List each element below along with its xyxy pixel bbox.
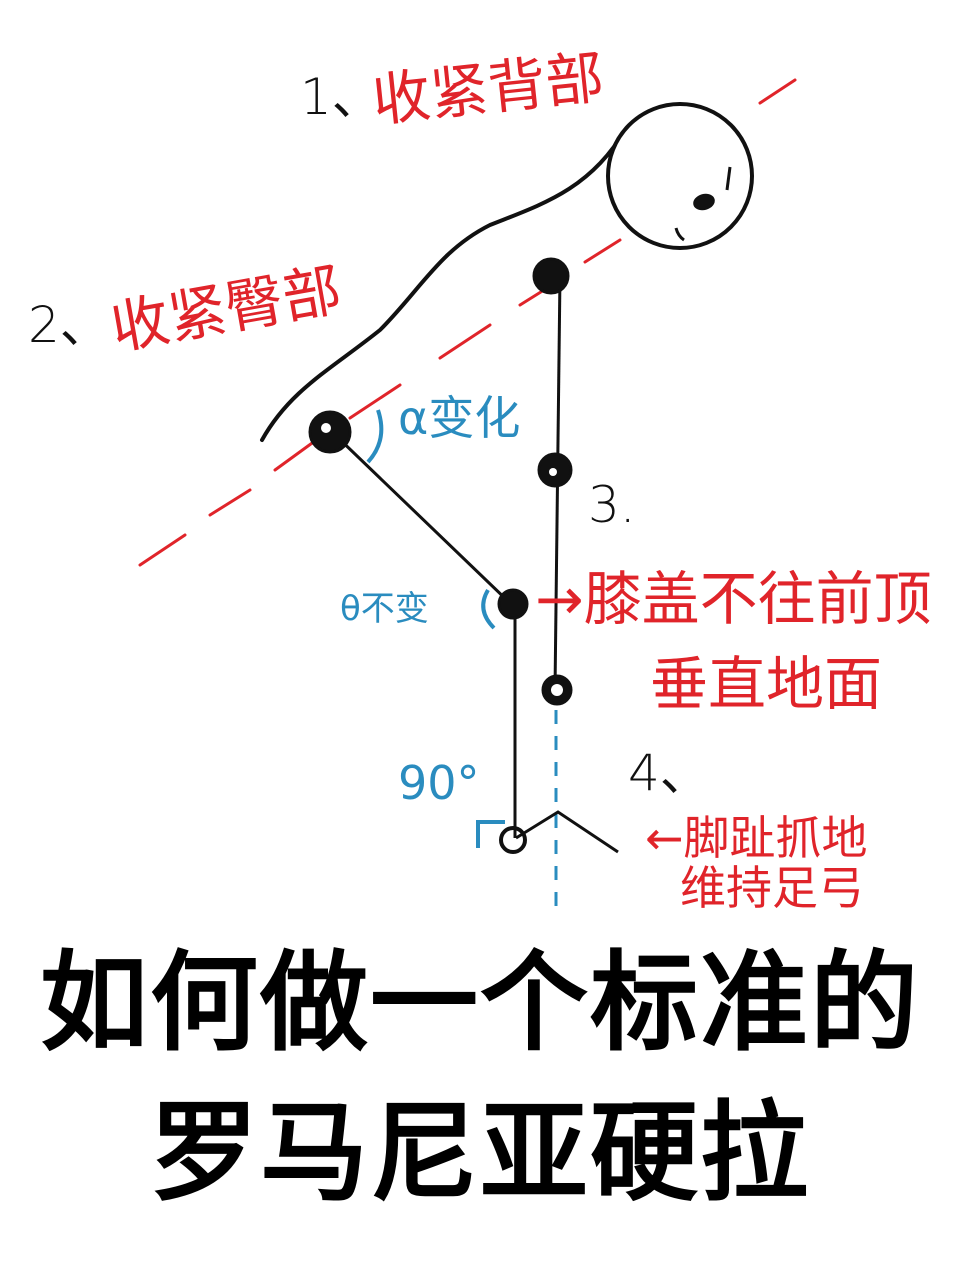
step1-number: 1、 <box>300 68 382 126</box>
step3-label-line1: →膝盖不往前顶 <box>535 565 932 633</box>
back-curve <box>260 128 627 442</box>
romanian-deadlift-diagram <box>138 78 797 915</box>
head <box>606 102 754 250</box>
step4-label-line1: ←脚趾抓地 <box>645 811 868 865</box>
step4-number: 4、 <box>628 744 710 802</box>
wrist-joint <box>497 588 529 620</box>
step3-label-line2: 垂直地面 <box>650 650 883 718</box>
right-angle-label: 90° <box>398 756 480 810</box>
alpha-arc <box>366 409 384 464</box>
foot <box>515 810 619 854</box>
right-angle-marker <box>476 820 505 848</box>
hip-joint <box>532 257 570 295</box>
step2-number: 2、 <box>28 296 110 354</box>
theta-arc <box>481 588 496 630</box>
shoulder-joint <box>308 410 352 454</box>
theta-angle-label: θ不变 <box>340 589 429 629</box>
step3-number: 3. <box>588 476 636 534</box>
torso-dashed-line <box>138 78 797 567</box>
ankle-joint <box>499 826 527 854</box>
step4-label-line2: 维持足弓 <box>680 861 864 915</box>
title-line-2: 罗马尼亚硬拉 <box>149 1091 810 1216</box>
alpha-angle-label: α变化 <box>398 391 521 445</box>
title-line-1: 如何做一个标准的 <box>39 941 920 1066</box>
